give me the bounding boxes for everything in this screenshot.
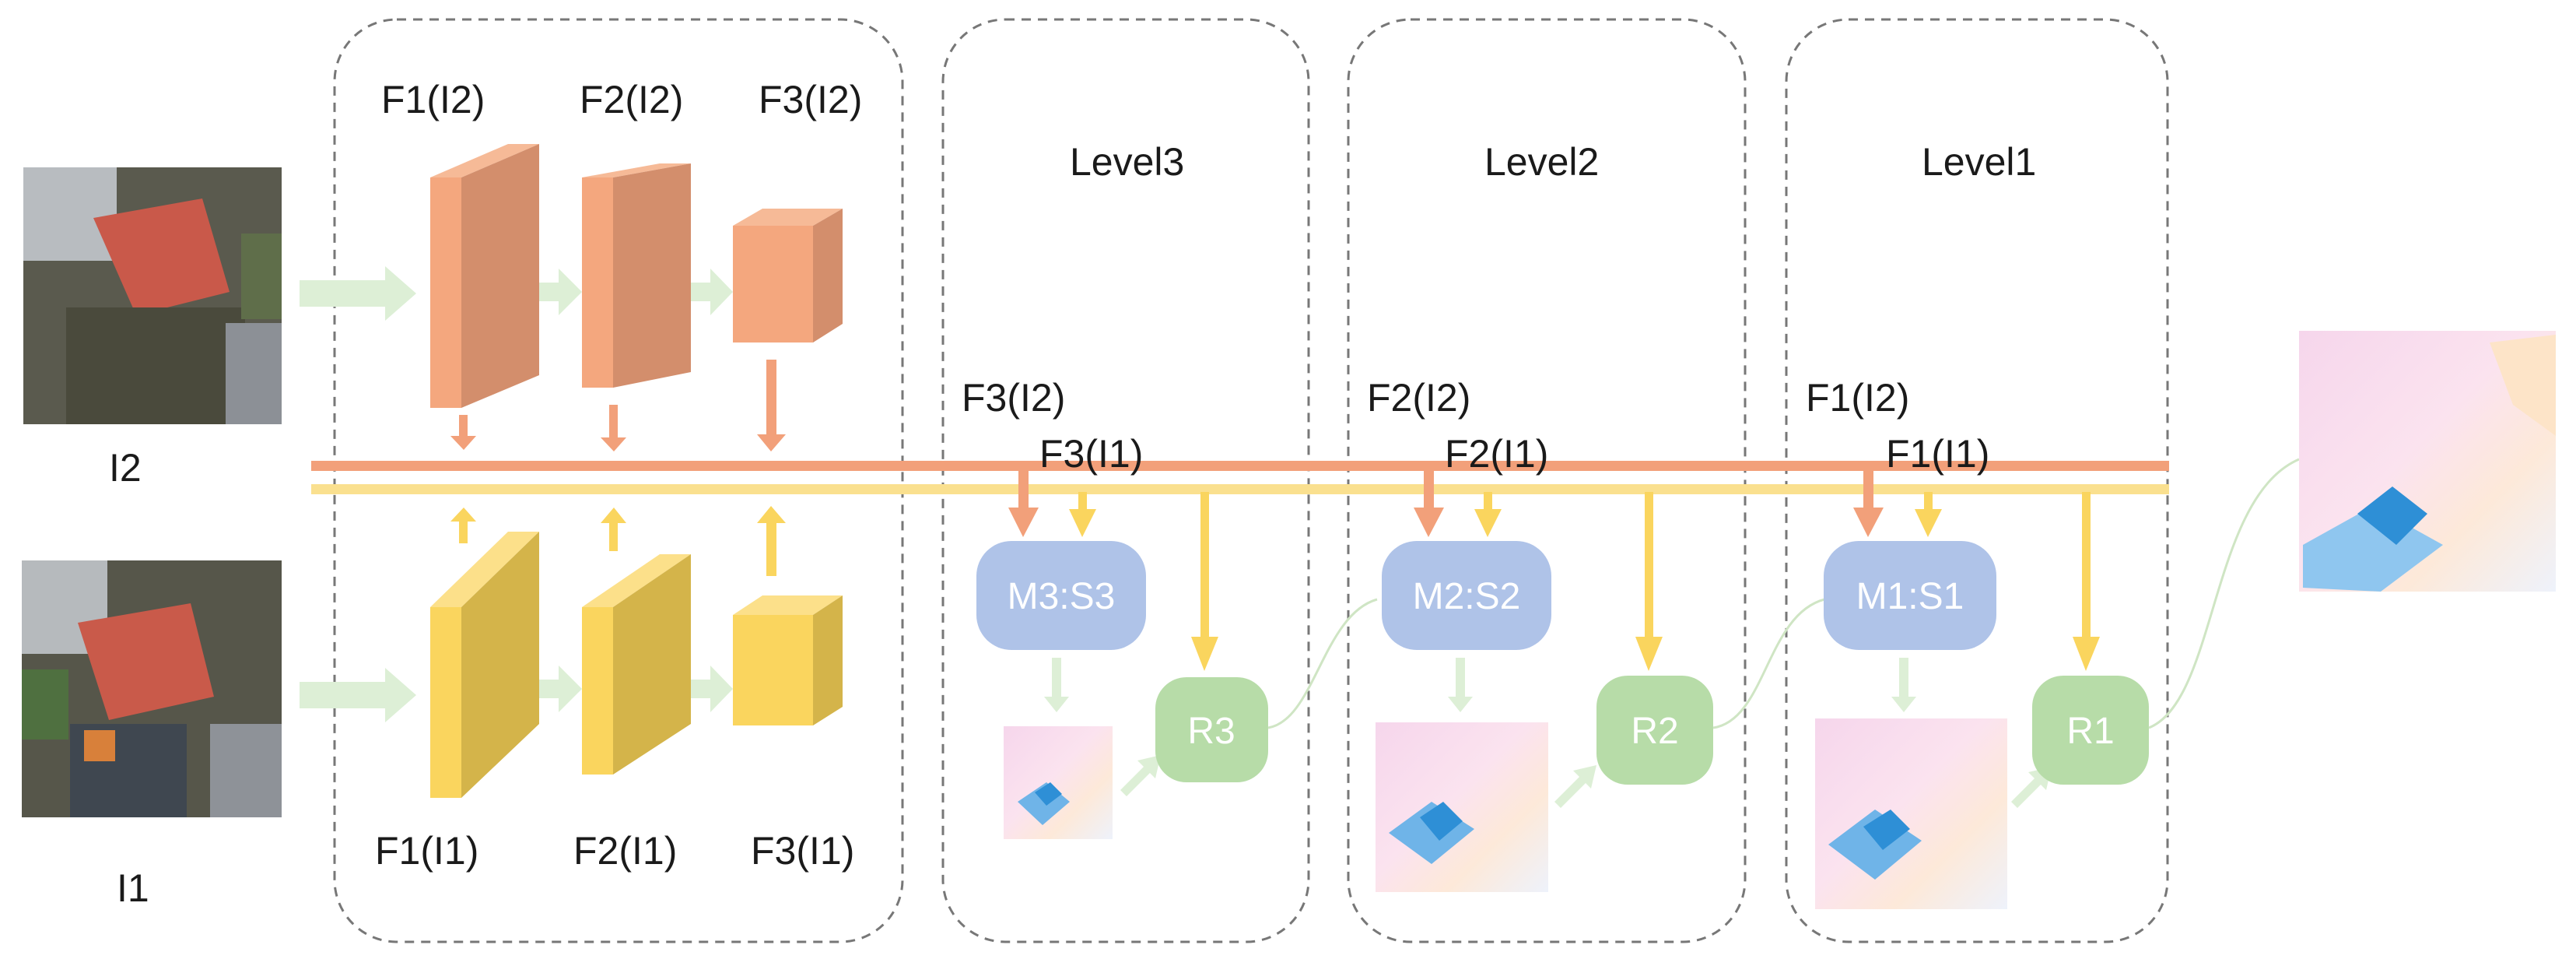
- encoder-arrow: [539, 666, 582, 712]
- feature-block-f1-i1: [430, 532, 539, 798]
- orange-down-arrow: [450, 415, 476, 450]
- input-arrow-bottom: [300, 668, 416, 722]
- yellow-down-arrow: [1069, 492, 1096, 537]
- feature-label-f2-i1: F2(I1): [573, 829, 677, 873]
- input-image-label-top: I2: [109, 446, 142, 490]
- level-feature-label-top: F1(I2): [1806, 376, 1909, 420]
- feature-label-f3-i2: F3(I2): [759, 78, 862, 121]
- yellow-down-arrow: [2073, 492, 2100, 671]
- match-box: [1382, 541, 1551, 650]
- level-feature-label-top: F2(I2): [1367, 376, 1470, 420]
- level-link-curve: [1267, 598, 1378, 729]
- feature-label-f1-i1: F1(I1): [375, 829, 478, 873]
- yellow-down-arrow: [1191, 492, 1218, 671]
- flow-down-arrow: [1891, 658, 1916, 712]
- match-box: [1824, 541, 1996, 650]
- level2-region: [1347, 18, 1747, 943]
- flow-to-refine-arrow: [1120, 755, 1161, 796]
- feature-label-f3-i1: F3(I1): [751, 829, 854, 873]
- orange-down-arrow: [757, 360, 786, 451]
- match-box-label: M2:S2: [1413, 576, 1521, 617]
- feature-block-f1-i2: [430, 144, 539, 408]
- match-box: [976, 541, 1146, 650]
- match-box-label: M3:S3: [1008, 576, 1116, 617]
- level-title: Level2: [1484, 140, 1599, 184]
- flow-down-arrow: [1448, 658, 1473, 712]
- yellow-up-arrow: [450, 508, 476, 543]
- level-feature-label-bottom: F3(I1): [1039, 432, 1143, 476]
- feature-block-f3-i2: [733, 209, 843, 342]
- input-image-label-bottom: I1: [117, 866, 149, 910]
- refine-box: [1155, 677, 1268, 782]
- level-link-curve: [1712, 598, 1825, 729]
- flow-to-refine-arrow: [2011, 767, 2052, 808]
- orange-down-arrow: [601, 405, 626, 451]
- level-feature-label-top: F3(I2): [962, 376, 1065, 420]
- aerial-photo-icon: [22, 560, 282, 817]
- match-box-label: M1:S1: [1856, 576, 1964, 617]
- feature-label-f1-i2: F1(I2): [381, 78, 485, 121]
- level1-region: [1785, 18, 2169, 943]
- encoder-arrow: [691, 666, 733, 712]
- level-feature-label-bottom: F1(I1): [1886, 432, 1989, 476]
- orange-down-arrow: [1414, 465, 1444, 537]
- optical-flow-map-icon: [2299, 331, 2556, 592]
- output-link-curve: [2148, 458, 2300, 729]
- level3-region: [941, 18, 1310, 943]
- feature-block-f3-i1: [733, 595, 843, 725]
- aerial-photo-icon: [23, 167, 282, 424]
- yellow-feature-bus: [311, 484, 2169, 494]
- feature-block-f2-i1: [582, 554, 691, 775]
- refine-box-label: R3: [1187, 711, 1235, 752]
- yellow-up-arrow: [757, 506, 786, 576]
- optical-flow-map-icon: [1815, 718, 2007, 909]
- refine-box-label: R1: [2066, 711, 2114, 752]
- input-arrow-top: [300, 266, 416, 321]
- orange-feature-bus: [311, 461, 2169, 471]
- orange-down-arrow: [1853, 465, 1884, 537]
- yellow-down-arrow: [1635, 492, 1663, 671]
- optical-flow-map-icon: [1004, 726, 1113, 839]
- yellow-down-arrow: [1915, 492, 1942, 537]
- flow-down-arrow: [1044, 658, 1069, 712]
- yellow-down-arrow: [1474, 492, 1502, 537]
- flow-to-refine-arrow: [1554, 765, 1596, 808]
- level-title: Level1: [1922, 140, 2036, 184]
- optical-flow-map-icon: [1376, 722, 1548, 892]
- refine-box: [1596, 676, 1713, 785]
- encoder-arrow: [539, 269, 582, 315]
- encoder-arrow: [691, 269, 733, 315]
- yellow-up-arrow: [601, 508, 626, 551]
- refine-box: [2032, 676, 2149, 785]
- encoder-region: [333, 18, 904, 943]
- level-feature-label-bottom: F2(I1): [1445, 432, 1548, 476]
- feature-label-f2-i2: F2(I2): [580, 78, 683, 121]
- orange-down-arrow: [1008, 465, 1039, 537]
- refine-box-label: R2: [1631, 711, 1678, 752]
- level-title: Level3: [1070, 140, 1184, 184]
- feature-block-f2-i2: [582, 163, 691, 388]
